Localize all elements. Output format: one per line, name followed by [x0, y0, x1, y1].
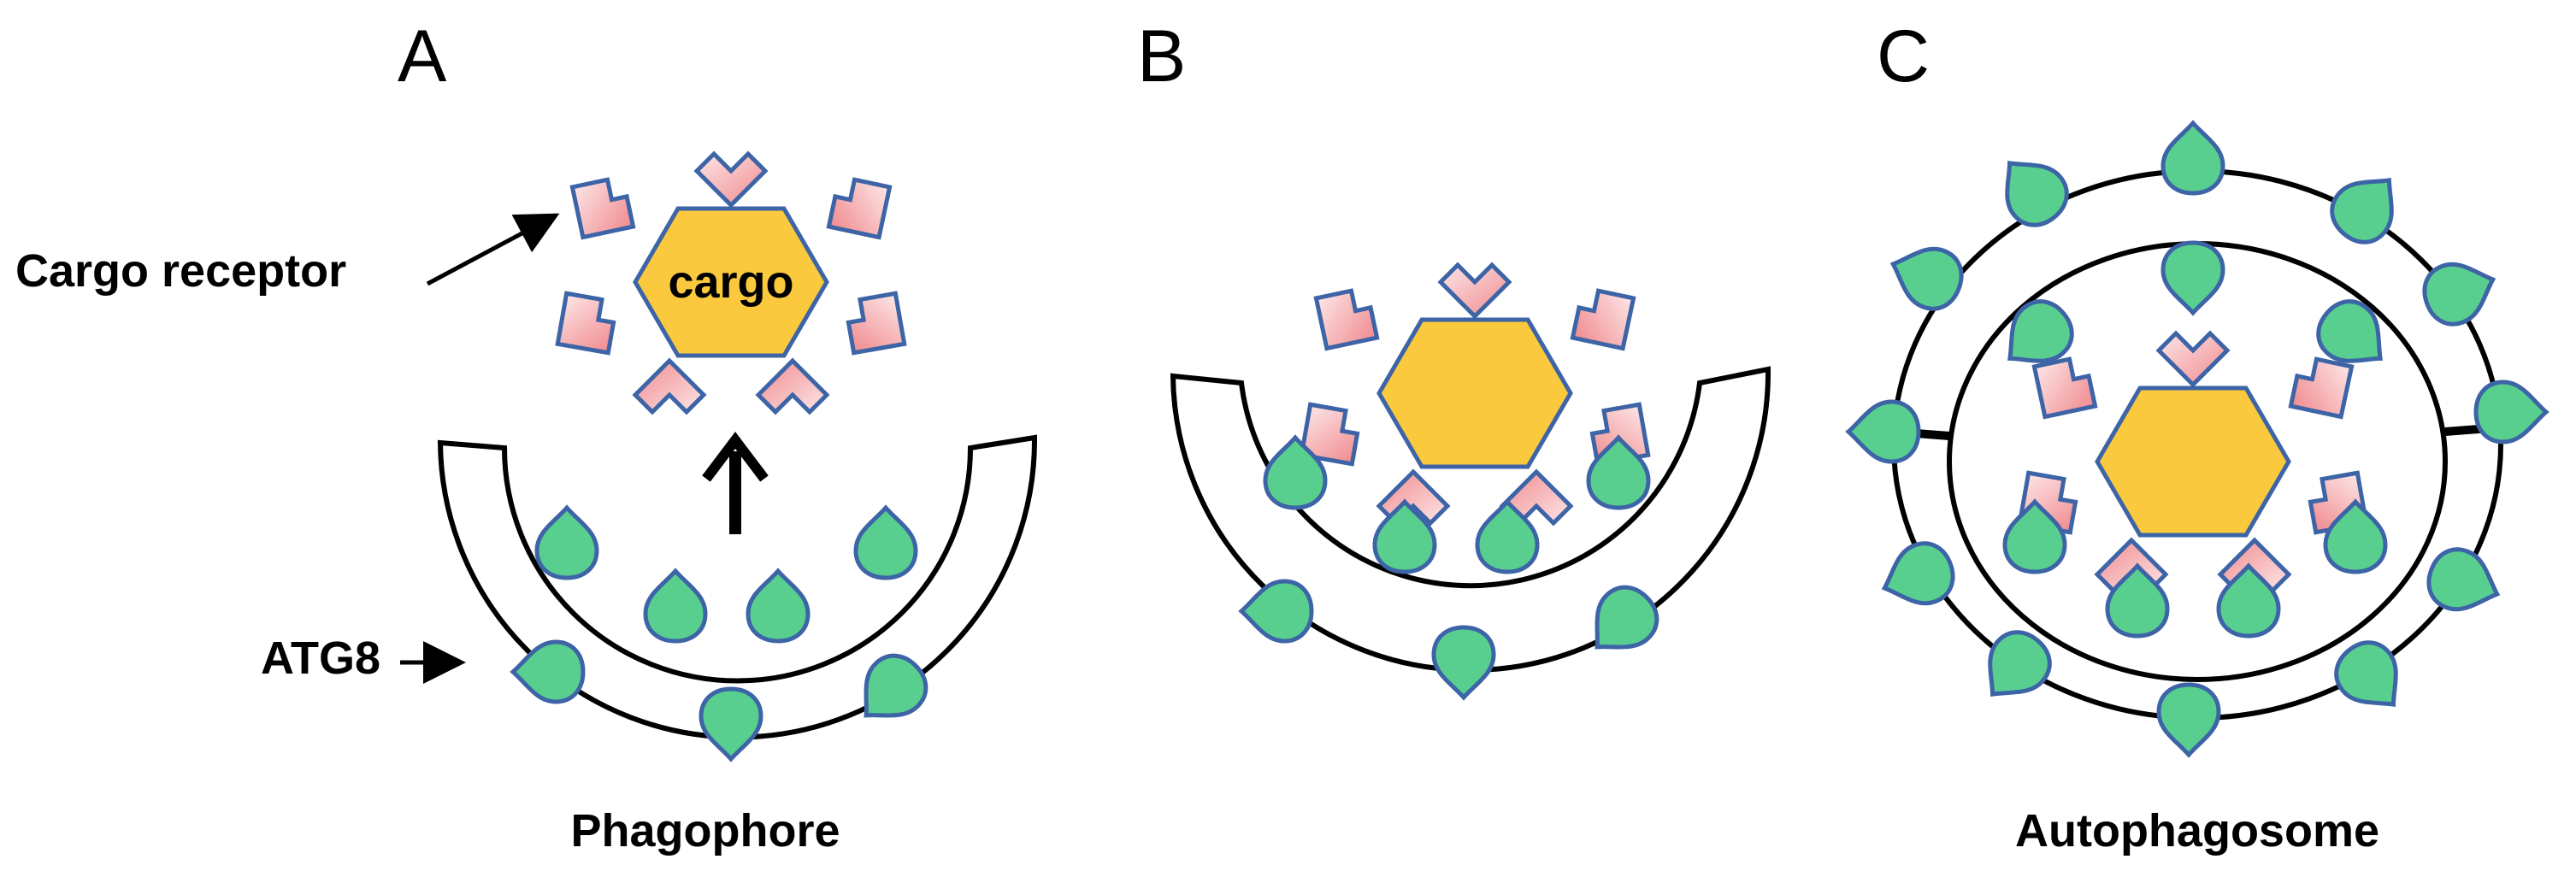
atg8-icon: [2159, 685, 2219, 755]
panel-letter-b: B: [1137, 15, 1186, 97]
atg8-icon: [1848, 402, 1919, 462]
cargo-receptor-arrow: [426, 213, 560, 286]
atg8-icon: [513, 642, 583, 702]
atg8-icon: [2163, 123, 2223, 193]
cargo-complex-a: cargo: [557, 154, 905, 412]
cargo-label: cargo: [668, 256, 793, 308]
atg8-icon: [1241, 581, 1312, 641]
panel-b: B: [1137, 15, 1771, 697]
panel-letter-c: C: [1877, 15, 1930, 97]
atg8-icon: [537, 508, 597, 578]
atg8-icon: [748, 571, 808, 641]
panel-a: A cargo Cargo receptor ATG8 Phagophore: [15, 15, 1038, 856]
panel-c: C Autophagosome: [1848, 15, 2546, 856]
up-arrow-head: [702, 432, 769, 482]
atg8-icon: [2417, 251, 2503, 332]
atg8-icon: [1434, 627, 1494, 697]
atg8-icon: [1883, 236, 1969, 316]
atg8-icon: [856, 508, 916, 578]
atg8-icon: [2163, 243, 2223, 313]
atg8-icon: [645, 571, 705, 641]
panel-letter-a: A: [398, 15, 447, 97]
atg8-icon: [1987, 144, 2078, 236]
atg8-icon: [701, 689, 761, 759]
caption-autophagosome: Autophagosome: [2015, 805, 2379, 856]
cargo-receptor-label: Cargo receptor: [15, 245, 346, 297]
cargo-complex-c: [2019, 333, 2367, 592]
atg8-icon: [2421, 542, 2508, 622]
caption-phagophore: Phagophore: [570, 805, 840, 856]
atg8-icon: [2476, 382, 2546, 442]
atg8-label: ATG8: [261, 633, 380, 684]
